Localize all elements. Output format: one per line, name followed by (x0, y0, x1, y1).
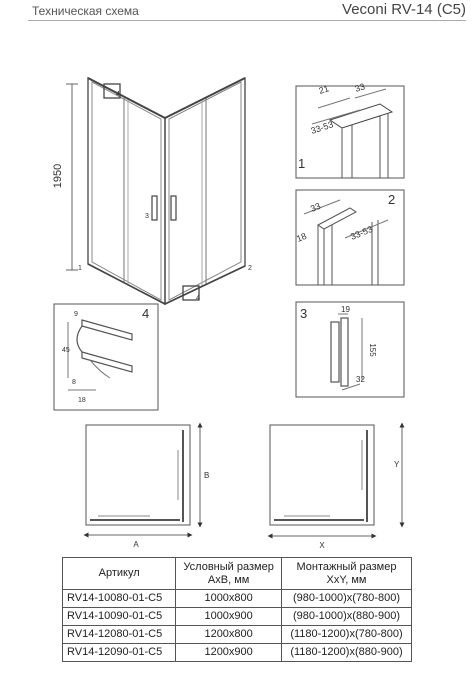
plan-right (267, 422, 405, 539)
detail-3-frame (295, 301, 405, 398)
detail-1-number: 1 (298, 156, 305, 171)
table-row: RV14-12080-01-C5 1200x800 (1180-1200)x(7… (61, 625, 413, 644)
detail-3-dim-32: 32 (356, 375, 365, 384)
detail-3-dim-19: 19 (341, 305, 350, 314)
plan-left (83, 422, 203, 538)
article-cell: RV14-10080-01-C5 (61, 589, 177, 608)
doc-title: Техническая схема (32, 4, 139, 18)
callout-2: 2 (248, 265, 252, 272)
callout-box-top (103, 83, 121, 99)
right-handle (170, 195, 177, 221)
detail-4-frame (53, 303, 159, 411)
detail-2-frame (295, 189, 405, 286)
table-row: RV14-10090-01-C5 1000x900 (980-1000)x(88… (61, 607, 413, 626)
detail-2-dim-18: 18 (295, 231, 308, 244)
nominal-size-cell: 1000x900 (175, 607, 282, 626)
detail-2-number: 2 (388, 192, 395, 207)
nominal-size-cell: 1000x800 (175, 589, 282, 608)
callout-3: 3 (145, 213, 149, 220)
detail-2-dim-33: 33 (309, 201, 322, 214)
plan-left-a-label: A (133, 540, 139, 549)
detail-4-dim-45: 45 (62, 347, 70, 354)
mounting-size-cell: (1180-1200)x(880-900) (280, 643, 413, 662)
detail-2-dim-33-53: 33-53 (349, 224, 374, 242)
height-label: 1950 (52, 164, 64, 188)
detail-3-number: 3 (300, 306, 307, 321)
callout-4-top: 4 (116, 91, 120, 98)
callout-4-bottom: 4 (196, 295, 200, 302)
callout-1: 1 (78, 265, 82, 272)
header-divider (28, 20, 466, 21)
left-handle (151, 195, 158, 221)
plan-right-y-label: Y (394, 460, 400, 469)
detail-1-dim-33-53: 33-53 (310, 119, 335, 136)
model-title: Veconi RV-14 (C5) (342, 1, 466, 18)
plan-right-x-label: X (319, 541, 325, 550)
article-cell: RV14-12080-01-C5 (61, 625, 177, 644)
detail-4-dim-18: 18 (78, 397, 86, 404)
table-row: RV14-12090-01-C5 1200x900 (1180-1200)x(8… (61, 643, 413, 662)
detail-4-number: 4 (142, 306, 149, 321)
plan-left-b-label: B (204, 471, 209, 480)
detail-1-dim-21: 21 (318, 83, 331, 96)
article-cell: RV14-10090-01-C5 (61, 607, 177, 626)
detail-4-dim-9: 9 (74, 311, 78, 318)
callout-box-bottom (182, 285, 200, 301)
table-row: RV14-10080-01-C5 1000x800 (980-1000)x(78… (61, 589, 413, 608)
nominal-size-cell: 1200x900 (175, 643, 282, 662)
mounting-size-cell: (1180-1200)x(780-800) (280, 625, 413, 644)
detail-1-frame (295, 85, 405, 179)
article-cell: RV14-12090-01-C5 (61, 643, 177, 662)
detail-4-dim-8: 8 (72, 379, 76, 386)
mounting-size-cell: (980-1000)x(780-800) (280, 589, 413, 608)
col-header-article: Артикул (61, 557, 177, 590)
nominal-size-cell: 1200x800 (175, 625, 282, 644)
mounting-size-cell: (980-1000)x(880-900) (280, 607, 413, 626)
detail-3-dim-155: 155 (368, 343, 377, 357)
detail-1-dim-33: 33 (354, 81, 367, 94)
main-enclosure-view (66, 76, 246, 306)
